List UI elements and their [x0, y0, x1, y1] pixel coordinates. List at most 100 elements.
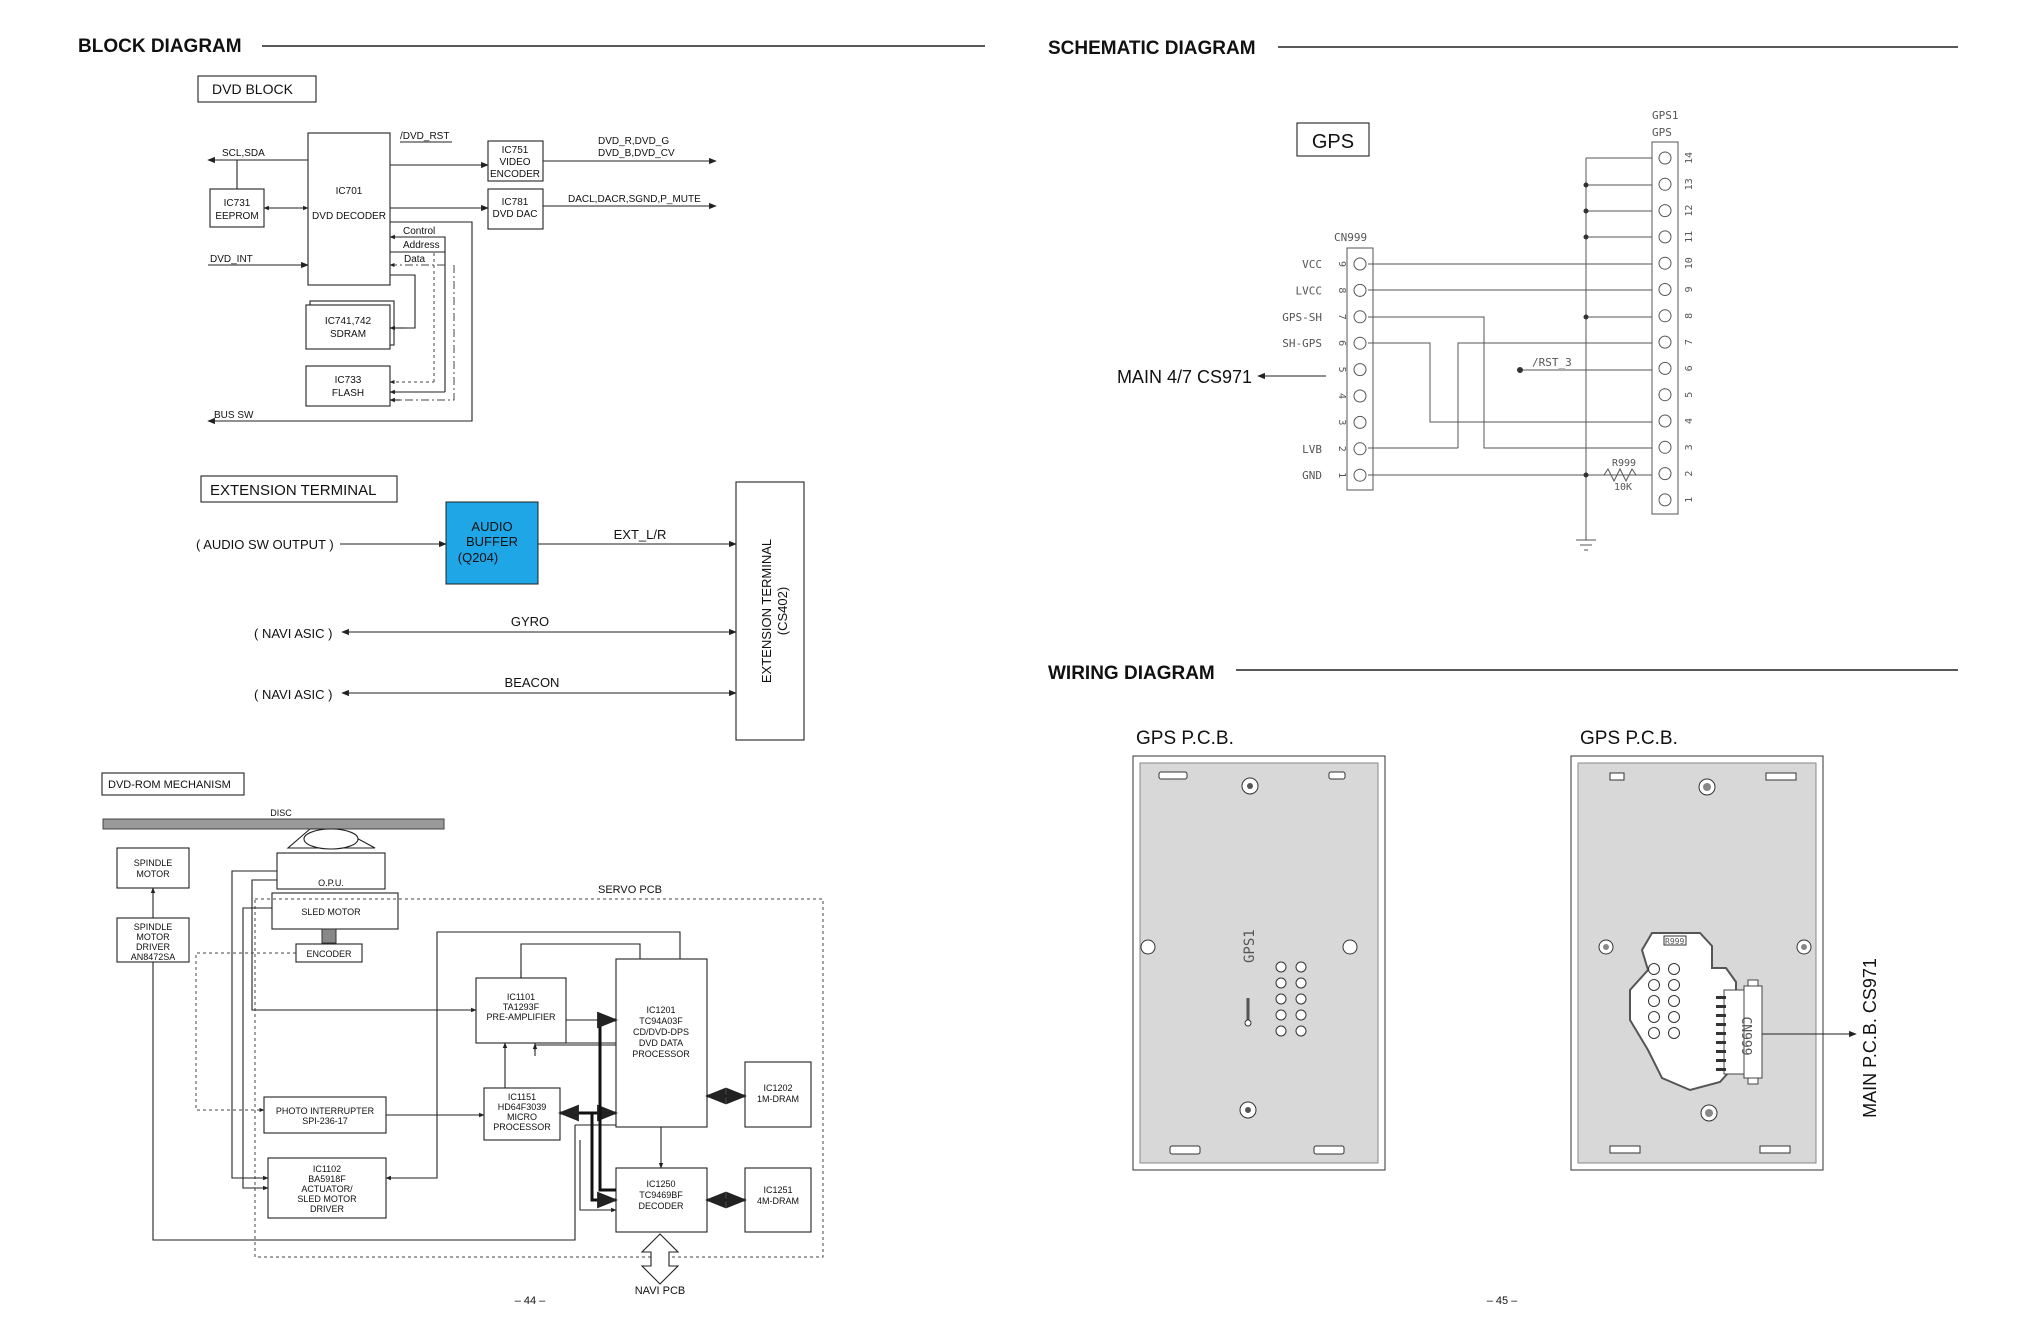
gyro-label: GYRO: [511, 614, 549, 629]
spindle-motor-box: [116, 847, 190, 889]
dvd-rom-mechanism: DVD-ROM MECHANISM DISC O.P.U. SLED MOTOR…: [101, 772, 824, 1297]
ic733-sub: FLASH: [332, 388, 364, 399]
gps1-pin-number: 3: [1684, 444, 1695, 450]
cn999-smd-pin: [1716, 1032, 1726, 1035]
cn999-pin: [1353, 310, 1367, 324]
spindle-driver-box: [116, 917, 190, 963]
dvd-block-title: DVD BLOCK: [212, 81, 294, 97]
pcb2-pad: [1668, 1011, 1680, 1023]
ext-terminal-l1: EXTENSION TERMINAL: [759, 539, 774, 683]
ic1202-l1: IC1202: [763, 1083, 792, 1093]
gps1-pin-number: 2: [1684, 471, 1695, 477]
spdrv-l4: AN8472SA: [131, 952, 176, 962]
cn999-ref: CN999: [1334, 231, 1367, 244]
ic751-box: [487, 140, 544, 182]
ic1202-l2: 1M-DRAM: [757, 1094, 799, 1104]
rst-label: /RST_3: [1532, 356, 1572, 369]
gps1-ref: GPS1: [1652, 109, 1679, 122]
ic1201-l4: DVD DATA: [639, 1038, 683, 1048]
cn999-pin-number: 3: [1336, 419, 1347, 425]
navi-arrow: [640, 1233, 680, 1285]
navi-asic-2: ( NAVI ASIC ): [254, 687, 333, 702]
cn999-pin: [1353, 415, 1367, 429]
gps1-silk: GPS1: [1242, 929, 1258, 963]
cn999-pin-number: 8: [1336, 287, 1347, 293]
cn999-pin-number: 1: [1336, 472, 1347, 478]
disc-shape: [102, 818, 445, 830]
ic1151-l3: MICRO: [507, 1112, 537, 1122]
main-cs971-label: MAIN 4/7 CS971: [1117, 367, 1252, 387]
cn999-pin: [1353, 283, 1367, 297]
ic1101-box: [475, 977, 567, 1044]
gps1-pin-number: 13: [1684, 178, 1695, 190]
cn999-pin-label: SH-GPS: [1282, 337, 1322, 350]
gps1-pin: [1658, 283, 1672, 296]
buffer-l2: BUFFER: [466, 534, 518, 549]
ic751-label: IC751: [502, 145, 529, 156]
sled-label: SLED MOTOR: [301, 907, 361, 917]
ic1102-box: [267, 1157, 387, 1219]
wiring-diagram: GPS P.C.B. GPS P.C.B. GPS1 R999: [1132, 728, 1880, 1171]
ic701-box: [307, 132, 391, 286]
ic1250-l2: TC9469BF: [639, 1190, 683, 1200]
ic1201-l5: PROCESSOR: [632, 1049, 690, 1059]
control-label: Control: [403, 226, 435, 237]
pcb2-pad: [1648, 1027, 1660, 1039]
cn999-pin-number: 6: [1336, 340, 1347, 346]
ic741-label: IC741,742: [325, 316, 372, 327]
cn999-silk: CN999: [1738, 1016, 1753, 1055]
pcb2-pad: [1648, 995, 1660, 1007]
ic781-box: [487, 188, 544, 230]
audio-sw-label: ( AUDIO SW OUTPUT ): [196, 537, 334, 552]
ext-title: EXTENSION TERMINAL: [210, 482, 376, 499]
spdrv-l2: MOTOR: [136, 932, 170, 942]
ic1250-box: [615, 1167, 708, 1233]
cn999-pin: [1353, 442, 1367, 456]
gps1-pin: [1658, 493, 1672, 507]
gps1-pin: [1658, 467, 1672, 481]
pcb2-pad: [1668, 995, 1680, 1007]
pcb2-label: GPS P.C.B.: [1580, 728, 1678, 749]
ic1251-l2: 4M-DRAM: [757, 1196, 799, 1206]
r999-ref: R999: [1612, 458, 1636, 469]
ic781-label: IC781: [502, 197, 529, 208]
cn999-pin: [1353, 257, 1367, 271]
opu-box: [276, 852, 386, 890]
extension-terminal-block: EXTENSION TERMINAL ( AUDIO SW OUTPUT ) A…: [196, 475, 805, 741]
pcb1-pad: [1275, 1025, 1287, 1037]
gps-schematic: GPS GPS1 GPS CN999 9VCC8LVCC7GPS-SH6SH-G…: [1117, 109, 1695, 551]
pcb1-pads: [1275, 961, 1307, 1037]
photo-l2: SPI-236-17: [302, 1116, 348, 1126]
gps1-pin: [1658, 388, 1672, 402]
gps1-pin-number: 1: [1684, 497, 1695, 503]
wiring-diagram-heading: WIRING DIAGRAM: [1048, 663, 1215, 684]
gps1-pin: [1658, 256, 1672, 270]
buffer-l1: AUDIO: [471, 519, 512, 534]
data-label: Data: [404, 254, 426, 265]
ic1101-l1: IC1101: [507, 992, 535, 1002]
pcb2-pad: [1648, 979, 1660, 991]
page-number-right: – 45 –: [1487, 1295, 1518, 1307]
cn999-smd-pin: [1716, 1059, 1726, 1062]
ic1101-l3: PRE-AMPLIFIER: [486, 1012, 556, 1022]
ic1201-box: [615, 958, 708, 1128]
gps1-name: GPS: [1652, 126, 1672, 139]
gps-title-box: [1296, 122, 1370, 157]
cn999-pin-label: GND: [1302, 469, 1322, 482]
video-out-1: DVD_R,DVD_G: [598, 136, 669, 147]
rom-title-box: [101, 772, 245, 796]
gps1-pin: [1658, 335, 1672, 349]
ic751-sub2: ENCODER: [490, 169, 540, 180]
ic1251-l1: IC1251: [763, 1185, 792, 1195]
ic1151-l1: IC1151: [508, 1092, 536, 1102]
cn999-pin: [1353, 336, 1367, 350]
video-out-2: DVD_B,DVD_CV: [598, 148, 675, 159]
ext-title-box: [200, 475, 398, 503]
pcb2-pad: [1668, 963, 1680, 975]
gps1-pin-number: 10: [1684, 257, 1695, 269]
pcb1-board: [1139, 762, 1379, 1164]
gps-title: GPS: [1312, 131, 1354, 153]
cn999-smd-pin: [1716, 1005, 1726, 1008]
